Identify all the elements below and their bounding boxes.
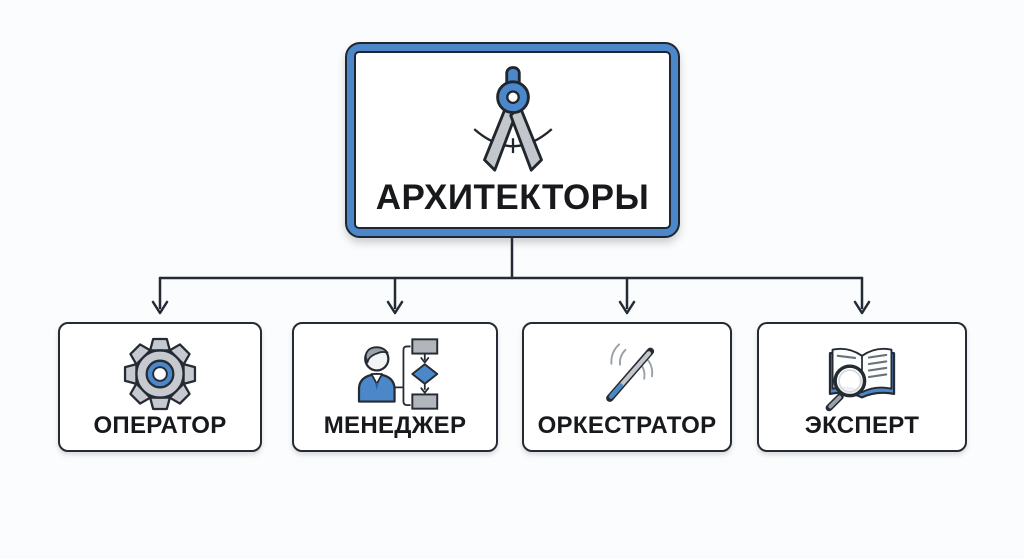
node-manager-icon-wrap <box>345 334 445 414</box>
node-orchestrator-icon-wrap <box>582 334 672 414</box>
node-architects-label: АРХИТЕКТОРЫ <box>375 178 650 217</box>
node-expert-icon-wrap <box>818 334 906 414</box>
node-operator-label: ОПЕРАТОР <box>93 412 227 439</box>
node-manager: МЕНЕДЖЕР <box>292 322 498 452</box>
node-manager-label: МЕНЕДЖЕР <box>323 412 467 439</box>
node-architects: АРХИТЕКТОРЫ <box>345 42 680 238</box>
node-expert: ЭКСПЕРТ <box>757 322 967 452</box>
conductor-baton-icon <box>606 343 655 402</box>
node-architects-inner: АРХИТЕКТОРЫ <box>354 51 671 229</box>
node-orchestrator-label: ОРКЕСТРАТОР <box>537 412 717 439</box>
node-operator-icon-wrap <box>122 334 198 414</box>
gear-icon <box>123 337 197 411</box>
node-orchestrator: ОРКЕСТРАТОР <box>522 322 732 452</box>
person-flowchart-icon <box>357 338 439 410</box>
drafting-compass-icon <box>472 66 553 172</box>
book-magnifier-icon <box>825 347 896 412</box>
node-operator: ОПЕРАТОР <box>58 322 262 452</box>
node-expert-label: ЭКСПЕРТ <box>804 412 920 439</box>
